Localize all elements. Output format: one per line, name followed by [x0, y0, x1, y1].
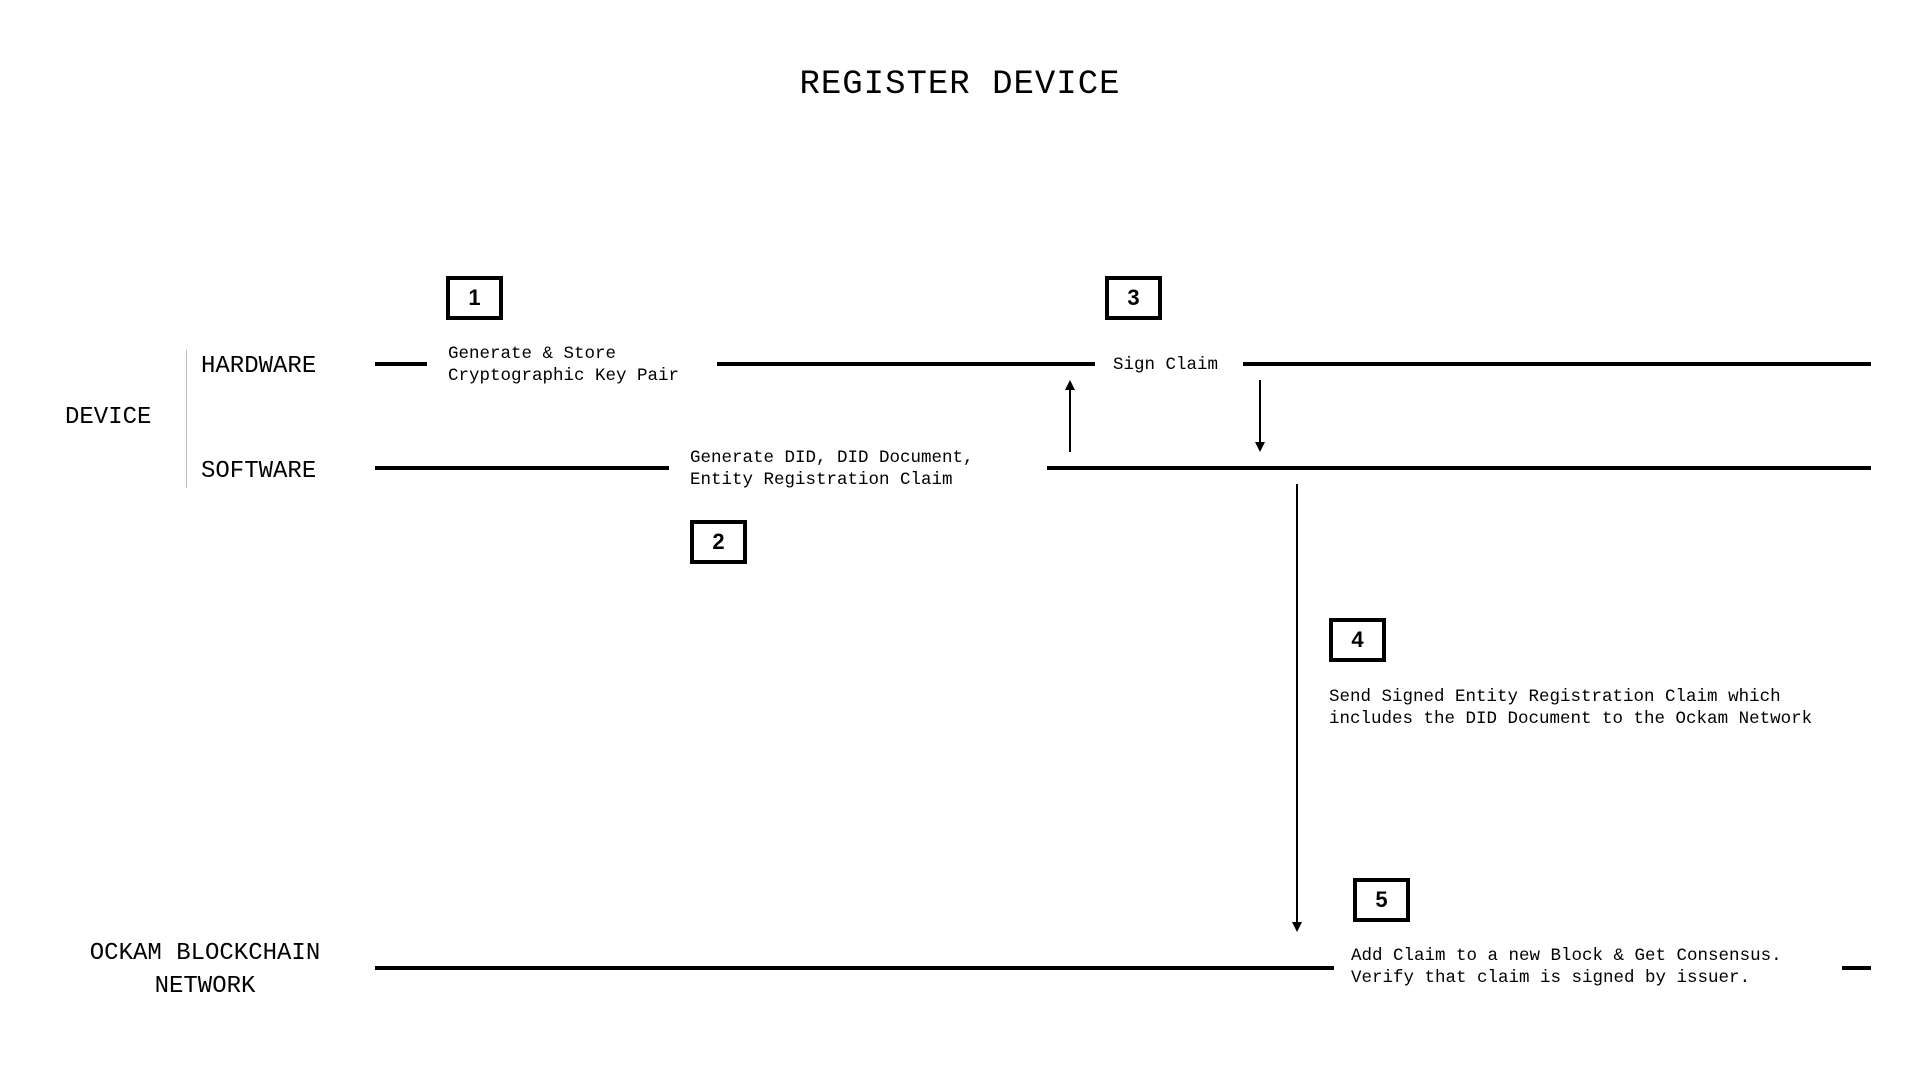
step-number-box: 1 [446, 276, 503, 320]
lane-label-hardware: HARDWARE [201, 353, 317, 380]
step-description-line: Entity Registration Claim [690, 470, 953, 490]
step-number-box: 5 [1353, 878, 1410, 922]
arrow-hardware-to-software [1255, 380, 1265, 452]
network-lane-line [375, 966, 1334, 970]
step-description-line: Add Claim to a new Block & Get Consensus… [1351, 946, 1782, 966]
lane-label-device: DEVICE [65, 404, 152, 431]
step-description-line: Generate DID, DID Document, [690, 448, 974, 468]
step-description-line: Send Signed Entity Registration Claim wh… [1329, 687, 1781, 707]
step-description-line: Generate & Store [448, 344, 617, 364]
step-number-box: 4 [1329, 618, 1386, 662]
lane-label-network-line2: NETWORK [154, 973, 256, 1000]
diagram-title: REGISTER DEVICE [799, 66, 1121, 104]
arrow-software-to-network [1292, 484, 1302, 932]
step-number-box: 2 [690, 520, 747, 564]
step-description: Sign Claim [1113, 354, 1218, 376]
network-lane-line [1842, 966, 1871, 970]
step-description-line: Verify that claim is signed by issuer. [1351, 968, 1751, 988]
hardware-lane-line [717, 362, 1095, 366]
software-lane-line [1047, 466, 1871, 470]
step-description-line: includes the DID Document to the Ockam N… [1329, 709, 1813, 729]
hardware-lane-line [1243, 362, 1871, 366]
step-description: Send Signed Entity Registration Claim wh… [1329, 686, 1812, 730]
lane-label-network: OCKAM BLOCKCHAIN NETWORK [70, 940, 340, 1000]
step-description: Add Claim to a new Block & Get Consensus… [1351, 945, 1782, 989]
lane-label-software: SOFTWARE [201, 458, 317, 485]
step-description-line: Cryptographic Key Pair [448, 366, 680, 386]
step-description: Generate & Store Cryptographic Key Pair [448, 343, 679, 387]
hardware-lane-line [375, 362, 427, 366]
step-description: Generate DID, DID Document, Entity Regis… [690, 447, 974, 491]
software-lane-line [375, 466, 669, 470]
step-description-line: Sign Claim [1113, 355, 1219, 375]
arrow-software-to-hardware [1065, 380, 1075, 452]
device-bracket [186, 350, 187, 488]
lane-label-network-line1: OCKAM BLOCKCHAIN [89, 940, 321, 967]
step-number-box: 3 [1105, 276, 1162, 320]
